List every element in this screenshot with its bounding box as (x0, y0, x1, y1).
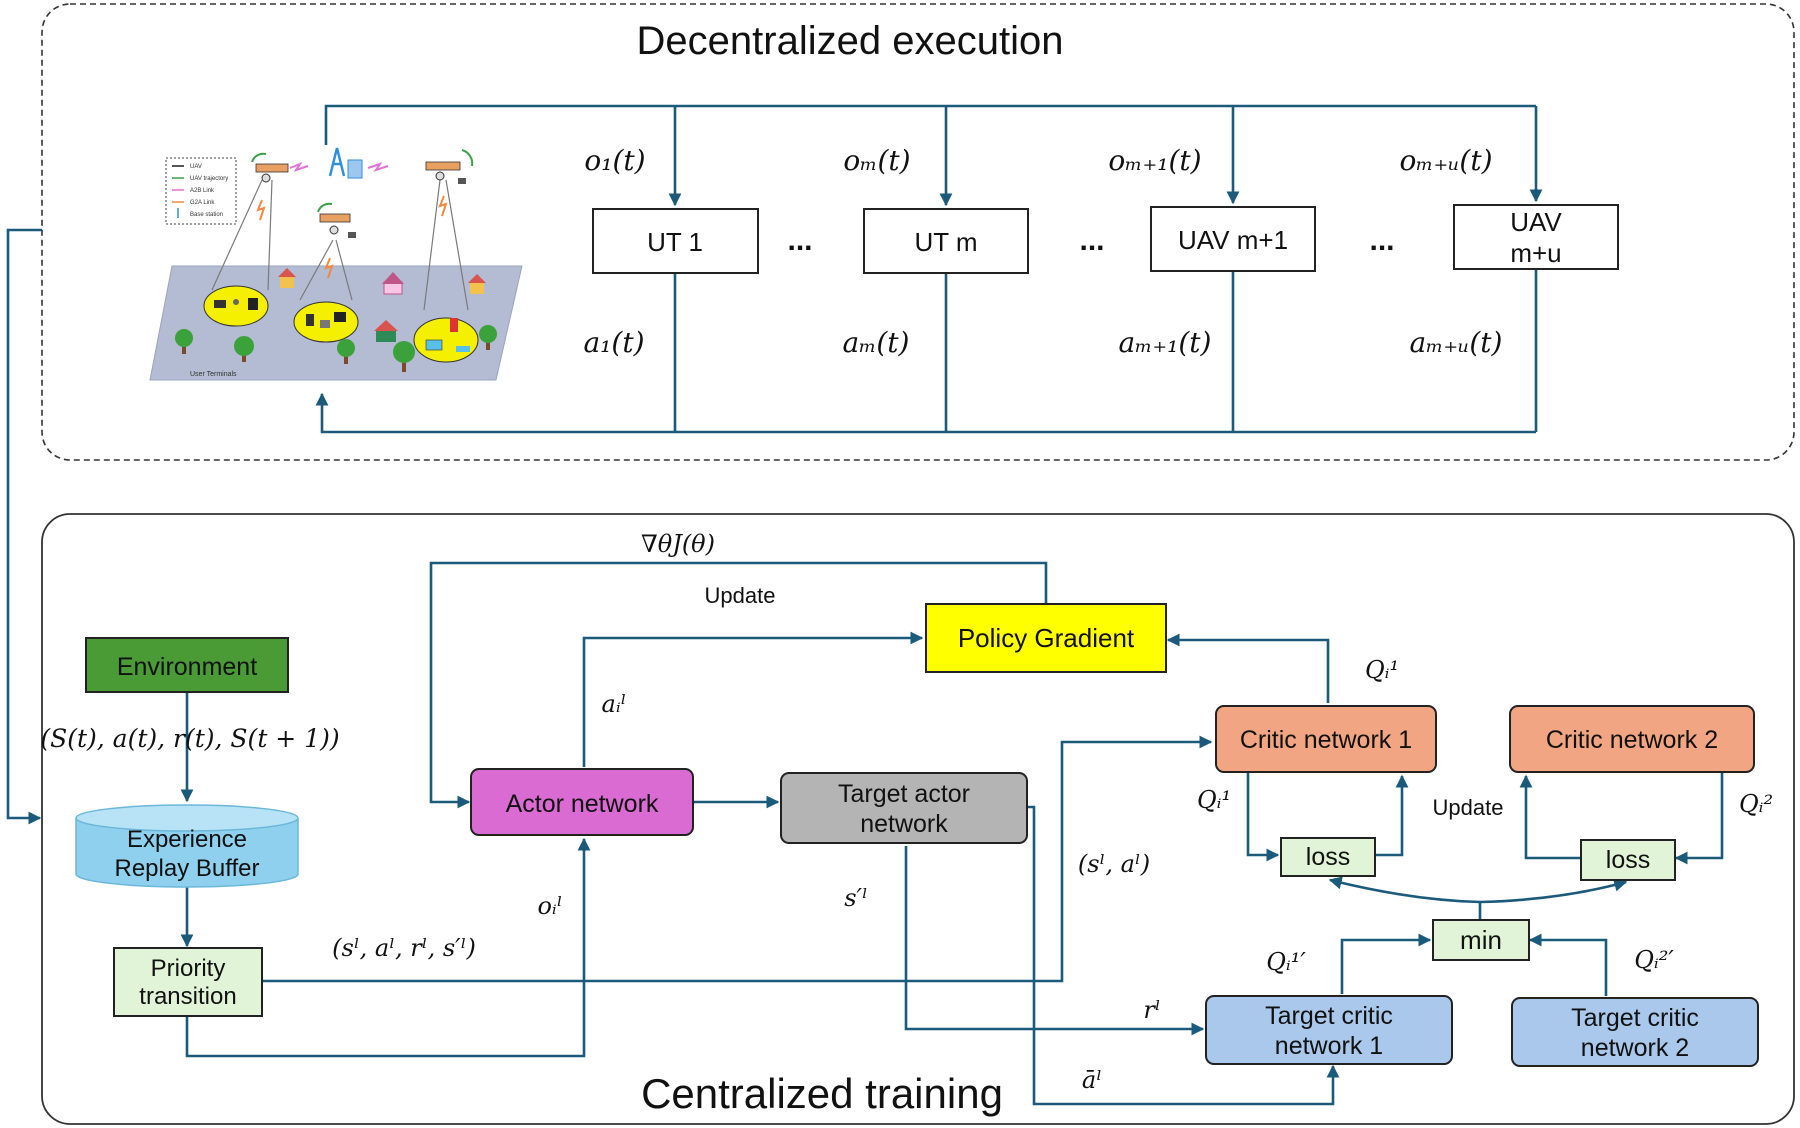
obs-label-m: oₘ(t) (843, 144, 910, 177)
agent-box-uav-mu (1453, 204, 1619, 270)
loss-2-label: loss (1606, 846, 1650, 874)
target-q1-label: Qᵢ¹′ (1266, 948, 1306, 976)
priority-transition-node (113, 947, 263, 1017)
priority-label-line1: Priority (151, 955, 226, 982)
terminal-cluster-icon (203, 285, 269, 327)
obs-label-mu: oₘ₊ᵤ(t) (1399, 144, 1492, 177)
legend-uav-trajectory: UAV trajectory (190, 176, 228, 182)
scene-legend: UAV UAV trajectory A2B Link G2A Link Bas… (165, 157, 237, 225)
grad-label: ∇θJ(θ) (641, 530, 715, 558)
house-icon (278, 268, 296, 288)
target-critic-1-label-line1: Target critic (1265, 1002, 1393, 1030)
ground-label: User Terminals (190, 371, 237, 378)
agent-label-ut1: UT 1 (647, 227, 703, 257)
critic-network-2-node (1509, 705, 1755, 773)
loss-2-node (1580, 839, 1676, 881)
obs-label-1: o₁(t) (584, 144, 645, 177)
state-action-label: (sˡ, aˡ) (1078, 850, 1150, 878)
act-label-1: a₁(t) (583, 326, 644, 359)
obs-label-m1: oₘ₊₁(t) (1108, 144, 1201, 177)
act-label-m: aₘ(t) (843, 326, 910, 359)
environment-tuple-label: (S(t), a(t), r(t), S(t + 1)) (40, 724, 339, 753)
actor-observation-label: oᵢˡ (537, 892, 562, 920)
target-critic-1-label-line2: network 1 (1275, 1032, 1383, 1060)
replay-buffer-label-line2: Replay Buffer (115, 855, 260, 882)
terminal-cluster-icon (413, 317, 479, 363)
tree-icon (337, 339, 355, 364)
target-critic-1-node (1205, 995, 1453, 1065)
target-critic-2-node (1511, 997, 1759, 1067)
actor-network-label: Actor network (506, 790, 659, 818)
base-station-icon (328, 147, 363, 179)
house-icon (374, 320, 398, 342)
target-action-label: āˡ (1082, 1066, 1102, 1094)
q1-to-policy-label: Qᵢ¹ (1365, 656, 1399, 684)
legend-base-station: Base station (190, 212, 223, 218)
uav-icon (317, 202, 356, 238)
target-actor-label-line2: network (860, 810, 948, 838)
agent-ellipsis: ... (787, 224, 812, 257)
loss-1-node (1280, 837, 1376, 877)
agent-box-utm (863, 208, 1029, 274)
agent-ellipsis: ... (1079, 224, 1104, 257)
target-q2-label: Qᵢ²′ (1634, 946, 1674, 974)
sample-tuple-label: (sˡ, aˡ, rˡ, s′ˡ) (332, 934, 476, 962)
q1-to-loss-label: Qᵢ¹ (1197, 786, 1231, 814)
house-icon (468, 274, 486, 294)
house-icon (382, 272, 404, 295)
uav-network-scene: UAV UAV trajectory A2B Link G2A Link Bas… (149, 147, 523, 381)
uav-icon (251, 152, 289, 183)
uav-icon (425, 149, 474, 184)
terminal-cluster-icon (293, 301, 359, 343)
actor-network-node (470, 768, 694, 836)
environment-node (85, 637, 289, 693)
execution-wires (315, 104, 1543, 434)
agent-label-uav-mu-line1: UAV (1510, 207, 1562, 237)
replay-buffer-label-line1: Experience (127, 826, 247, 853)
agent-box-ut1 (592, 208, 759, 274)
agent-box-uav-m1 (1150, 206, 1316, 272)
policy-gradient-node (925, 603, 1167, 673)
tree-icon (393, 341, 415, 372)
tree-icon (175, 329, 193, 354)
next-state-label: s′ˡ (844, 884, 868, 912)
environment-label: Environment (117, 653, 257, 681)
tree-icon (234, 336, 254, 362)
agent-label-uav-mu-line2: m+u (1510, 238, 1561, 268)
critic-network-2-label: Critic network 2 (1546, 726, 1718, 754)
priority-label-line2: transition (139, 983, 236, 1010)
frame-link-wire (6, 228, 42, 825)
policy-gradient-label: Policy Gradient (958, 623, 1135, 653)
critic-network-1-node (1215, 705, 1437, 773)
training-wires (180, 561, 1724, 1106)
reward-label: rˡ (1143, 996, 1160, 1024)
q2-to-loss-label: Qᵢ² (1739, 790, 1773, 818)
act-label-m1: aₘ₊₁(t) (1119, 326, 1212, 359)
replay-buffer-node (75, 804, 299, 888)
target-critic-2-label-line1: Target critic (1571, 1004, 1699, 1032)
target-critic-2-label-line2: network 2 (1581, 1034, 1689, 1062)
legend-a2b-link: A2B Link (190, 188, 215, 194)
agent-ellipsis: ... (1369, 224, 1394, 257)
execution-title: Decentralized execution (637, 19, 1064, 63)
agent-label-utm: UT m (914, 227, 977, 257)
decentralized-execution-frame (41, 3, 1795, 461)
tree-icon (479, 325, 497, 350)
min-node (1432, 919, 1530, 961)
update-label-middle: Update (1433, 795, 1504, 820)
actor-action-label: aᵢˡ (602, 690, 627, 718)
update-label-top: Update (705, 583, 776, 608)
target-actor-label-line1: Target actor (838, 780, 970, 808)
centralized-training-frame (41, 513, 1795, 1125)
min-label: min (1460, 925, 1502, 955)
legend-uav: UAV (190, 164, 202, 170)
legend-g2a-link: G2A Link (190, 200, 215, 206)
act-label-mu: aₘ₊ᵤ(t) (1410, 326, 1503, 359)
critic-network-1-label: Critic network 1 (1240, 726, 1412, 754)
loss-1-label: loss (1306, 843, 1350, 871)
training-title: Centralized training (641, 1070, 1003, 1117)
agent-label-uav-m1: UAV m+1 (1178, 225, 1288, 255)
target-actor-node (780, 772, 1028, 844)
